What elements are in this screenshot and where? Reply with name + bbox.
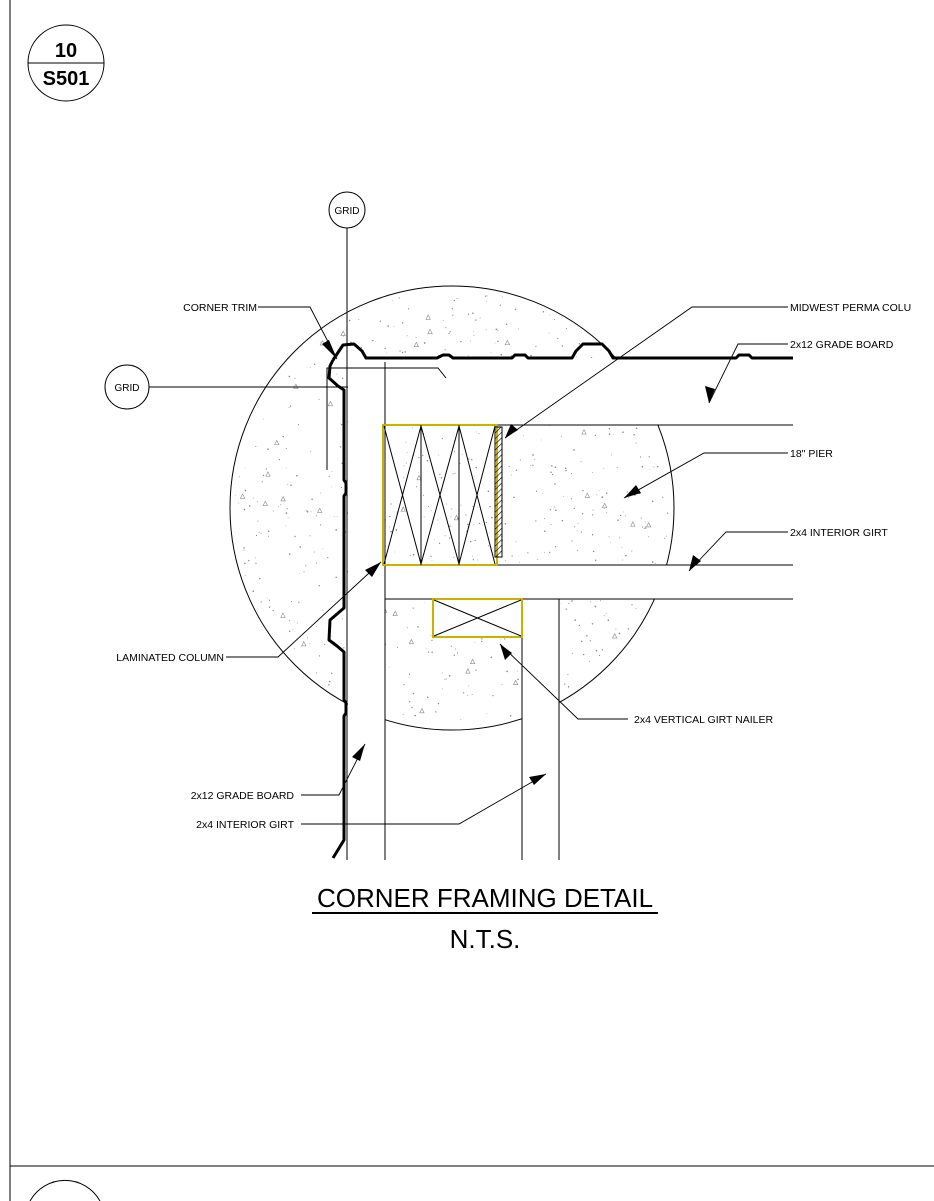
leader-arrowheads — [322, 340, 715, 785]
perma-column-bracket — [494, 426, 503, 558]
detail-scale: N.T.S. — [450, 924, 521, 954]
grid-bubble-top-label: GRID — [335, 206, 360, 217]
callout-interior-girt-top: 2x4 INTERIOR GIRT — [790, 527, 888, 539]
detail-number: 10 — [55, 40, 77, 62]
grid-bubble-left: GRID — [104, 364, 150, 410]
grid-bubble-left-label: GRID — [115, 383, 140, 394]
callout-midwest-perma-column: MIDWEST PERMA COLU — [790, 302, 911, 314]
callout-grade-board-left: 2x12 GRADE BOARD — [191, 790, 295, 802]
callout-interior-girt-left: 2x4 INTERIOR GIRT — [196, 819, 294, 831]
callout-laminated-column: LAMINATED COLUMN — [116, 652, 224, 664]
vertical-girt-nailer — [432, 598, 523, 638]
framing-knockouts — [348, 358, 793, 862]
laminated-column — [382, 424, 503, 566]
callout-grade-board-top: 2x12 GRADE BOARD — [790, 339, 894, 351]
metal-panel-wall-top — [331, 342, 793, 361]
detail-title: CORNER FRAMING DETAIL — [317, 883, 653, 913]
corner-trim — [326, 367, 447, 470]
concrete-pier — [229, 285, 675, 731]
detail-sheet-ref: S501 — [43, 68, 90, 90]
metal-panel-wall-left — [327, 359, 348, 859]
callout-vertical-girt-nailer: 2x4 VERTICAL GIRT NAILER — [634, 714, 773, 726]
callout-corner-trim: CORNER TRIM — [183, 302, 257, 314]
detail-tag: 10 S501 — [27, 24, 105, 102]
callout-pier: 18" PIER — [790, 448, 833, 460]
next-detail-tag-partial — [29, 1179, 101, 1201]
grid-bubble-top: GRID — [328, 191, 366, 229]
